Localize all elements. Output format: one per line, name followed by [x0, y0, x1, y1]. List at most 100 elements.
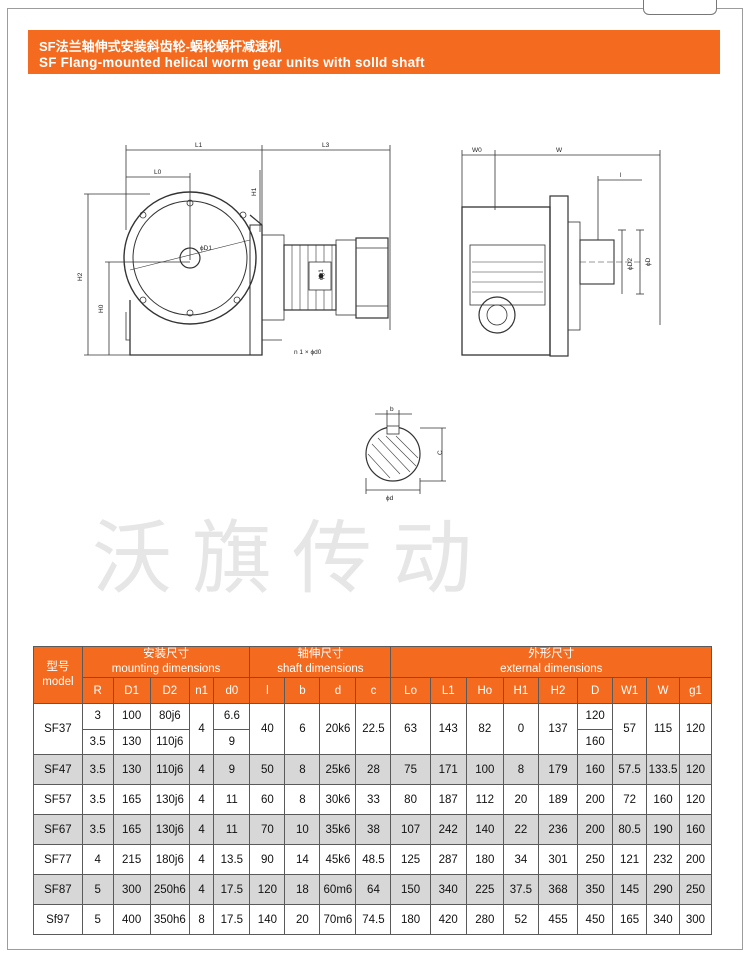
sf37-g1: 120 [678, 703, 713, 755]
label-b: b [390, 406, 394, 413]
cell-D: 200 [577, 784, 614, 815]
cell-D1: 215 [112, 844, 151, 875]
cell-d0: 17.5 [213, 874, 251, 905]
cell-D: 200 [577, 814, 614, 845]
cell-W1: 165 [612, 904, 648, 935]
label-d: ϕd [386, 495, 394, 502]
label-l: l [620, 172, 622, 179]
model-header-cn: 型号 [46, 661, 70, 673]
cell-D1: 130 [112, 754, 151, 785]
group-external-en: external dimensions [500, 663, 603, 675]
cell-W1: 72 [612, 784, 648, 815]
cell-d: 25k6 [319, 754, 357, 785]
cell-D2: 130j6 [149, 814, 190, 845]
sf37-model: SF37 [33, 703, 83, 755]
label-D2: ϕD2 [627, 258, 634, 270]
model-header: 型号 model [33, 646, 83, 704]
cell-R: 4 [81, 844, 114, 875]
cell-model: SF57 [33, 784, 83, 815]
label-L3: L3 [322, 142, 330, 149]
cell-model: SF77 [33, 844, 83, 875]
cell-H1: 8 [502, 754, 539, 785]
group-mounting-en: mounting dimensions [111, 663, 221, 675]
cell-b: 8 [284, 784, 321, 815]
col-l: l [249, 677, 286, 704]
col-d: d [319, 677, 357, 704]
cell-Lo: 107 [390, 814, 431, 845]
watermark: 沃旗传动 [92, 512, 492, 605]
cell-l: 120 [249, 874, 286, 905]
col-d0: d0 [213, 677, 251, 704]
cell-g1: 160 [678, 814, 713, 845]
col-D2: D2 [149, 677, 190, 704]
cell-d0: 13.5 [213, 844, 251, 875]
label-L1: L1 [195, 142, 203, 149]
col-D1: D1 [112, 677, 151, 704]
sf37-R-1: 3 [81, 703, 114, 730]
cell-W1: 80.5 [612, 814, 648, 845]
cell-Lo: 75 [390, 754, 431, 785]
cell-c: 33 [355, 784, 392, 815]
cell-d0: 11 [213, 814, 251, 845]
col-W1: W1 [612, 677, 648, 704]
label-H2: H2 [77, 272, 84, 281]
col-D: D [577, 677, 614, 704]
cell-Lo: 80 [390, 784, 431, 815]
cell-n1: 4 [188, 844, 215, 875]
cell-W: 133.5 [646, 754, 680, 785]
label-L0: L0 [154, 169, 162, 176]
cell-l: 140 [249, 904, 286, 935]
cell-n1: 4 [188, 754, 215, 785]
cell-model: SF67 [33, 814, 83, 845]
sf37-l: 40 [249, 703, 286, 755]
model-header-en: model [42, 676, 74, 688]
cell-l: 90 [249, 844, 286, 875]
sf37-L1: 143 [429, 703, 467, 755]
cell-W: 340 [646, 904, 680, 935]
col-b: b [284, 677, 321, 704]
col-Lo: Lo [390, 677, 431, 704]
cell-b: 8 [284, 754, 321, 785]
sf37-R-2: 3.5 [81, 728, 114, 755]
cell-n1: 8 [188, 904, 215, 935]
cell-R: 5 [81, 904, 114, 935]
cell-H2: 236 [537, 814, 579, 845]
cell-D: 250 [577, 844, 614, 875]
cell-l: 70 [249, 814, 286, 845]
cell-D2: 250h6 [149, 874, 190, 905]
cell-d: 35k6 [319, 814, 357, 845]
sf37-c: 22.5 [355, 703, 392, 755]
cell-d0: 17.5 [213, 904, 251, 935]
cell-L1: 171 [429, 754, 467, 785]
sf37-H1: 0 [502, 703, 539, 755]
cell-n1: 4 [188, 814, 215, 845]
cell-Lo: 125 [390, 844, 431, 875]
cell-D2: 130j6 [149, 784, 190, 815]
page-tab [643, 0, 717, 15]
cell-H1: 52 [502, 904, 539, 935]
sf37-Lo: 63 [390, 703, 431, 755]
sf37-Ho: 82 [465, 703, 504, 755]
label-g1: ϕg1 [318, 269, 325, 280]
cell-c: 48.5 [355, 844, 392, 875]
cell-H1: 34 [502, 844, 539, 875]
col-n1: n1 [188, 677, 215, 704]
cell-Ho: 280 [465, 904, 504, 935]
col-g1: g1 [678, 677, 713, 704]
sf37-D1-1: 100 [112, 703, 151, 730]
cell-b: 18 [284, 874, 321, 905]
cell-d: 70m6 [319, 904, 357, 935]
label-D: ϕD [645, 257, 652, 266]
cell-Ho: 112 [465, 784, 504, 815]
cell-D1: 165 [112, 784, 151, 815]
technical-drawing: L1 L3 L0 H1 H2 H0 ϕD1 ϕg1 n 1 × ϕd0 W0 W… [77, 142, 661, 502]
col-H1: H1 [502, 677, 539, 704]
cell-R: 5 [81, 874, 114, 905]
sf37-D-2: 160 [577, 728, 614, 755]
cell-W: 160 [646, 784, 680, 815]
cell-Ho: 100 [465, 754, 504, 785]
cell-R: 3.5 [81, 754, 114, 785]
cell-W: 290 [646, 874, 680, 905]
